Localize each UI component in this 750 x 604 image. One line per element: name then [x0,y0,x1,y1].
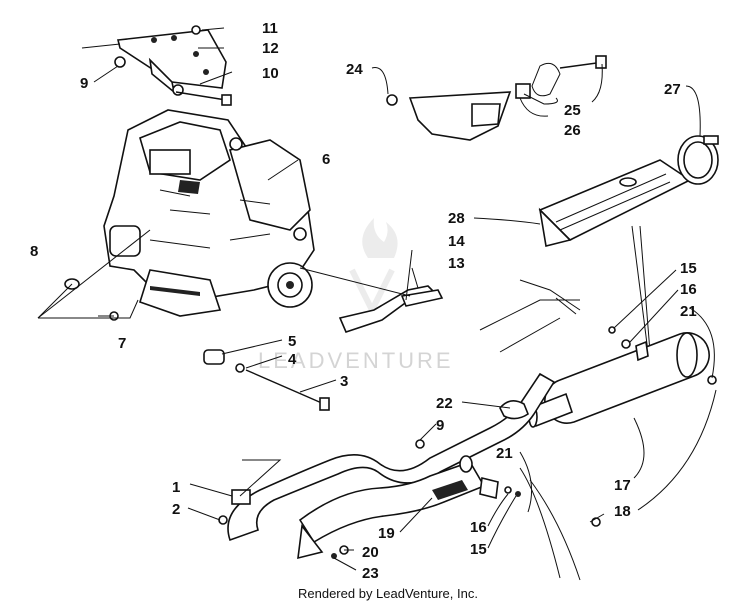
callout-6: 6 [322,151,330,168]
callout-17: 17 [614,477,631,494]
rear-bracket [386,55,607,141]
callout-23: 23 [362,565,379,582]
callout-18: 18 [614,503,631,520]
callout-7: 7 [118,335,126,352]
callout-5: 5 [288,333,296,350]
callout-9-lower: 9 [436,417,444,434]
nut-15-lower [515,491,521,497]
nut-15-upper [608,326,616,334]
frame-outline [479,225,651,581]
callout-4: 4 [288,351,297,368]
callout-21-upper: 21 [680,303,697,320]
exhaust-header-pipe [227,372,556,560]
callout-20: 20 [362,544,379,561]
callout-8: 8 [30,243,38,260]
callout-15-lower: 15 [470,541,487,558]
callout-22: 22 [436,395,453,412]
callout-15-upper: 15 [680,260,697,277]
watermark-logo [349,218,398,317]
callout-26: 26 [564,122,581,139]
callout-24: 24 [346,61,363,78]
callout-27: 27 [664,81,681,98]
washer-16-lower [504,486,512,494]
clamp-27 [677,135,719,185]
callout-19: 19 [378,525,395,542]
bolt-10 [175,91,232,106]
callout-3: 3 [340,373,348,390]
leader-lines [37,27,717,571]
callout-21-lower: 21 [496,445,513,462]
screw-11 [191,25,201,35]
callout-11: 11 [262,20,278,37]
nut-9-lower [415,439,425,449]
engine-mount-bracket [81,29,227,96]
callout-16-lower: 16 [470,519,487,536]
muffler [528,332,717,428]
callout-16-upper: 16 [680,281,697,298]
callout-13: 13 [448,255,465,272]
callout-9-top: 9 [80,75,88,92]
callout-12: 12 [262,40,279,57]
bracket-1 [231,489,251,505]
callout-1: 1 [172,479,180,496]
callout-10: 10 [262,65,279,82]
screw-2 [218,515,228,525]
bolt-18 [591,517,601,527]
shift-lever [299,267,444,333]
callout-14: 14 [448,233,465,250]
lower-mount [203,349,330,411]
engine-assembly [103,109,315,317]
callout-2: 2 [172,501,180,518]
callout-28: 28 [448,210,465,227]
footer-credit: Rendered by LeadVenture, Inc. [298,586,478,601]
heat-shield [538,159,692,247]
washer-16-upper [621,339,631,349]
clamp-22 [499,400,529,420]
screw-23 [331,553,337,559]
watermark-text: LEADVENTURE [258,348,454,373]
callout-25: 25 [564,102,581,119]
nut-9-top [114,56,126,68]
